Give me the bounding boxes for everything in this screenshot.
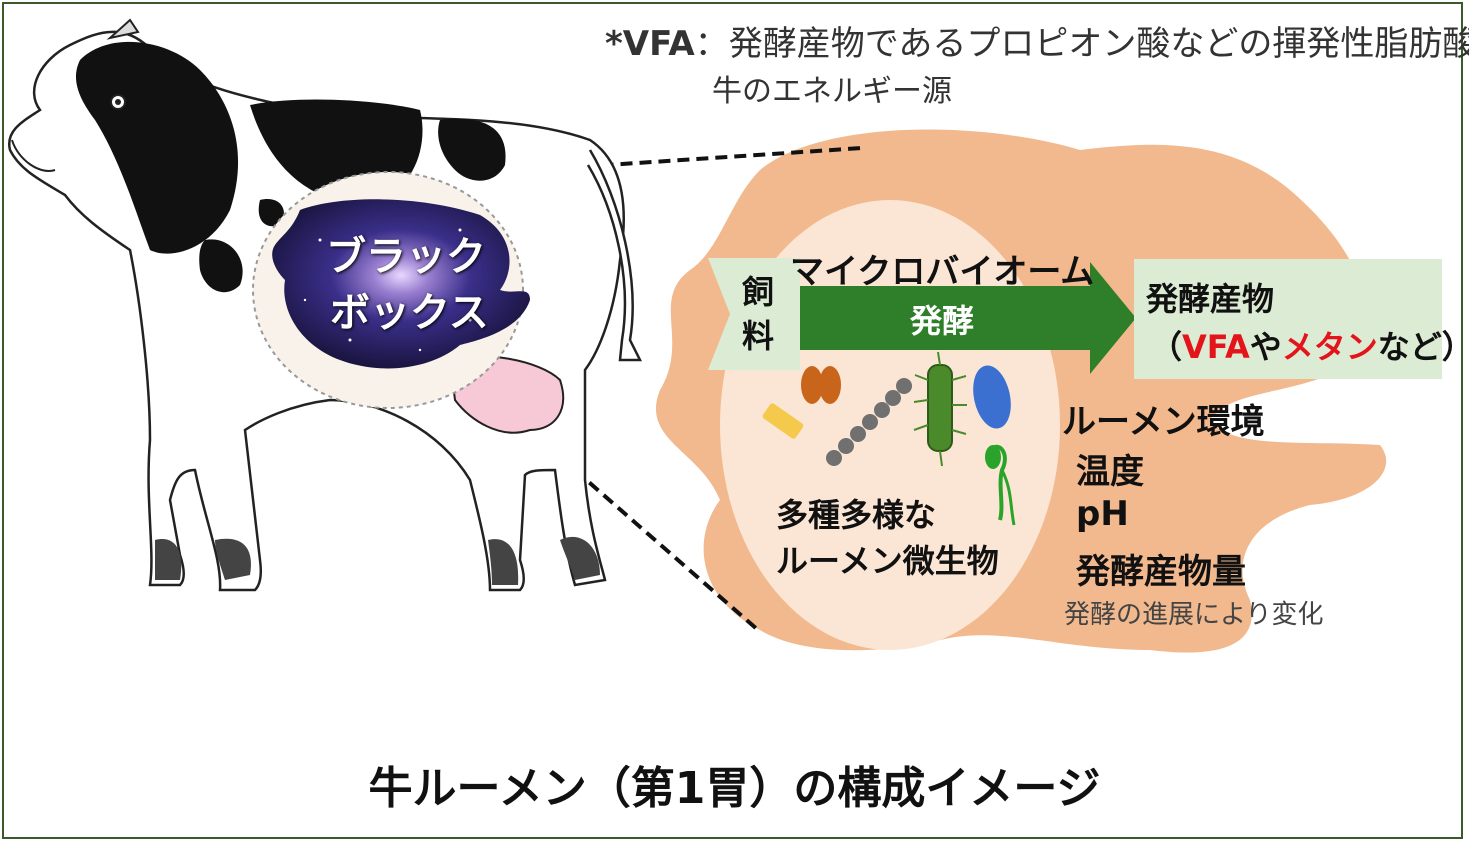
products-title: 発酵産物	[1146, 280, 1275, 318]
cow-tail	[586, 149, 643, 362]
stars	[303, 228, 472, 352]
vfa-highlight: VFA	[1182, 328, 1250, 366]
vfa-note-line2: 牛のエネルギー源	[712, 74, 952, 109]
environment-item-ph: pH	[1076, 494, 1129, 534]
rumen-environment-title: ルーメン環境	[1062, 402, 1265, 442]
microbes-label-line2: ルーメン微生物	[776, 542, 999, 580]
products-detail: （VFAやメタンなど）	[1150, 322, 1469, 368]
cow-nose	[11, 139, 56, 172]
vfa-note-text: ：発酵産物であるプロピオン酸などの揮発性脂肪酸	[694, 24, 1469, 64]
galaxy-stomach	[272, 199, 530, 369]
product-box	[1134, 259, 1442, 379]
methane-highlight: メタン	[1281, 328, 1378, 366]
bacteria	[762, 351, 1016, 526]
feed-label: 飼料	[741, 273, 774, 355]
products-close: など）	[1377, 328, 1469, 366]
products-ya: や	[1249, 328, 1282, 366]
fermentation-label: 発酵	[910, 302, 975, 340]
black-box-label-line1: ブラック	[326, 234, 486, 280]
feed-box	[708, 258, 800, 370]
products-open-paren: （	[1150, 328, 1183, 366]
black-box-label-line2: ボックス	[330, 290, 489, 336]
vfa-note-label: *VFA	[605, 24, 695, 64]
environment-item-temperature: 温度	[1076, 452, 1144, 492]
connector-bottom	[430, 343, 760, 632]
environment-item-products: 発酵産物量	[1076, 552, 1246, 592]
environment-note: 発酵の進展により変化	[1064, 600, 1324, 630]
vfa-note-line1: *VFA：発酵産物であるプロピオン酸などの揮発性脂肪酸	[605, 16, 1469, 65]
microbes-label-line1: 多種多様な	[776, 496, 937, 534]
cow-horn	[106, 18, 140, 40]
figure-caption: 牛ルーメン（第1胃）の構成イメージ	[368, 763, 1101, 814]
green-arrow	[800, 262, 1136, 374]
microbiome-label: マイクロバイオーム	[790, 252, 1095, 292]
